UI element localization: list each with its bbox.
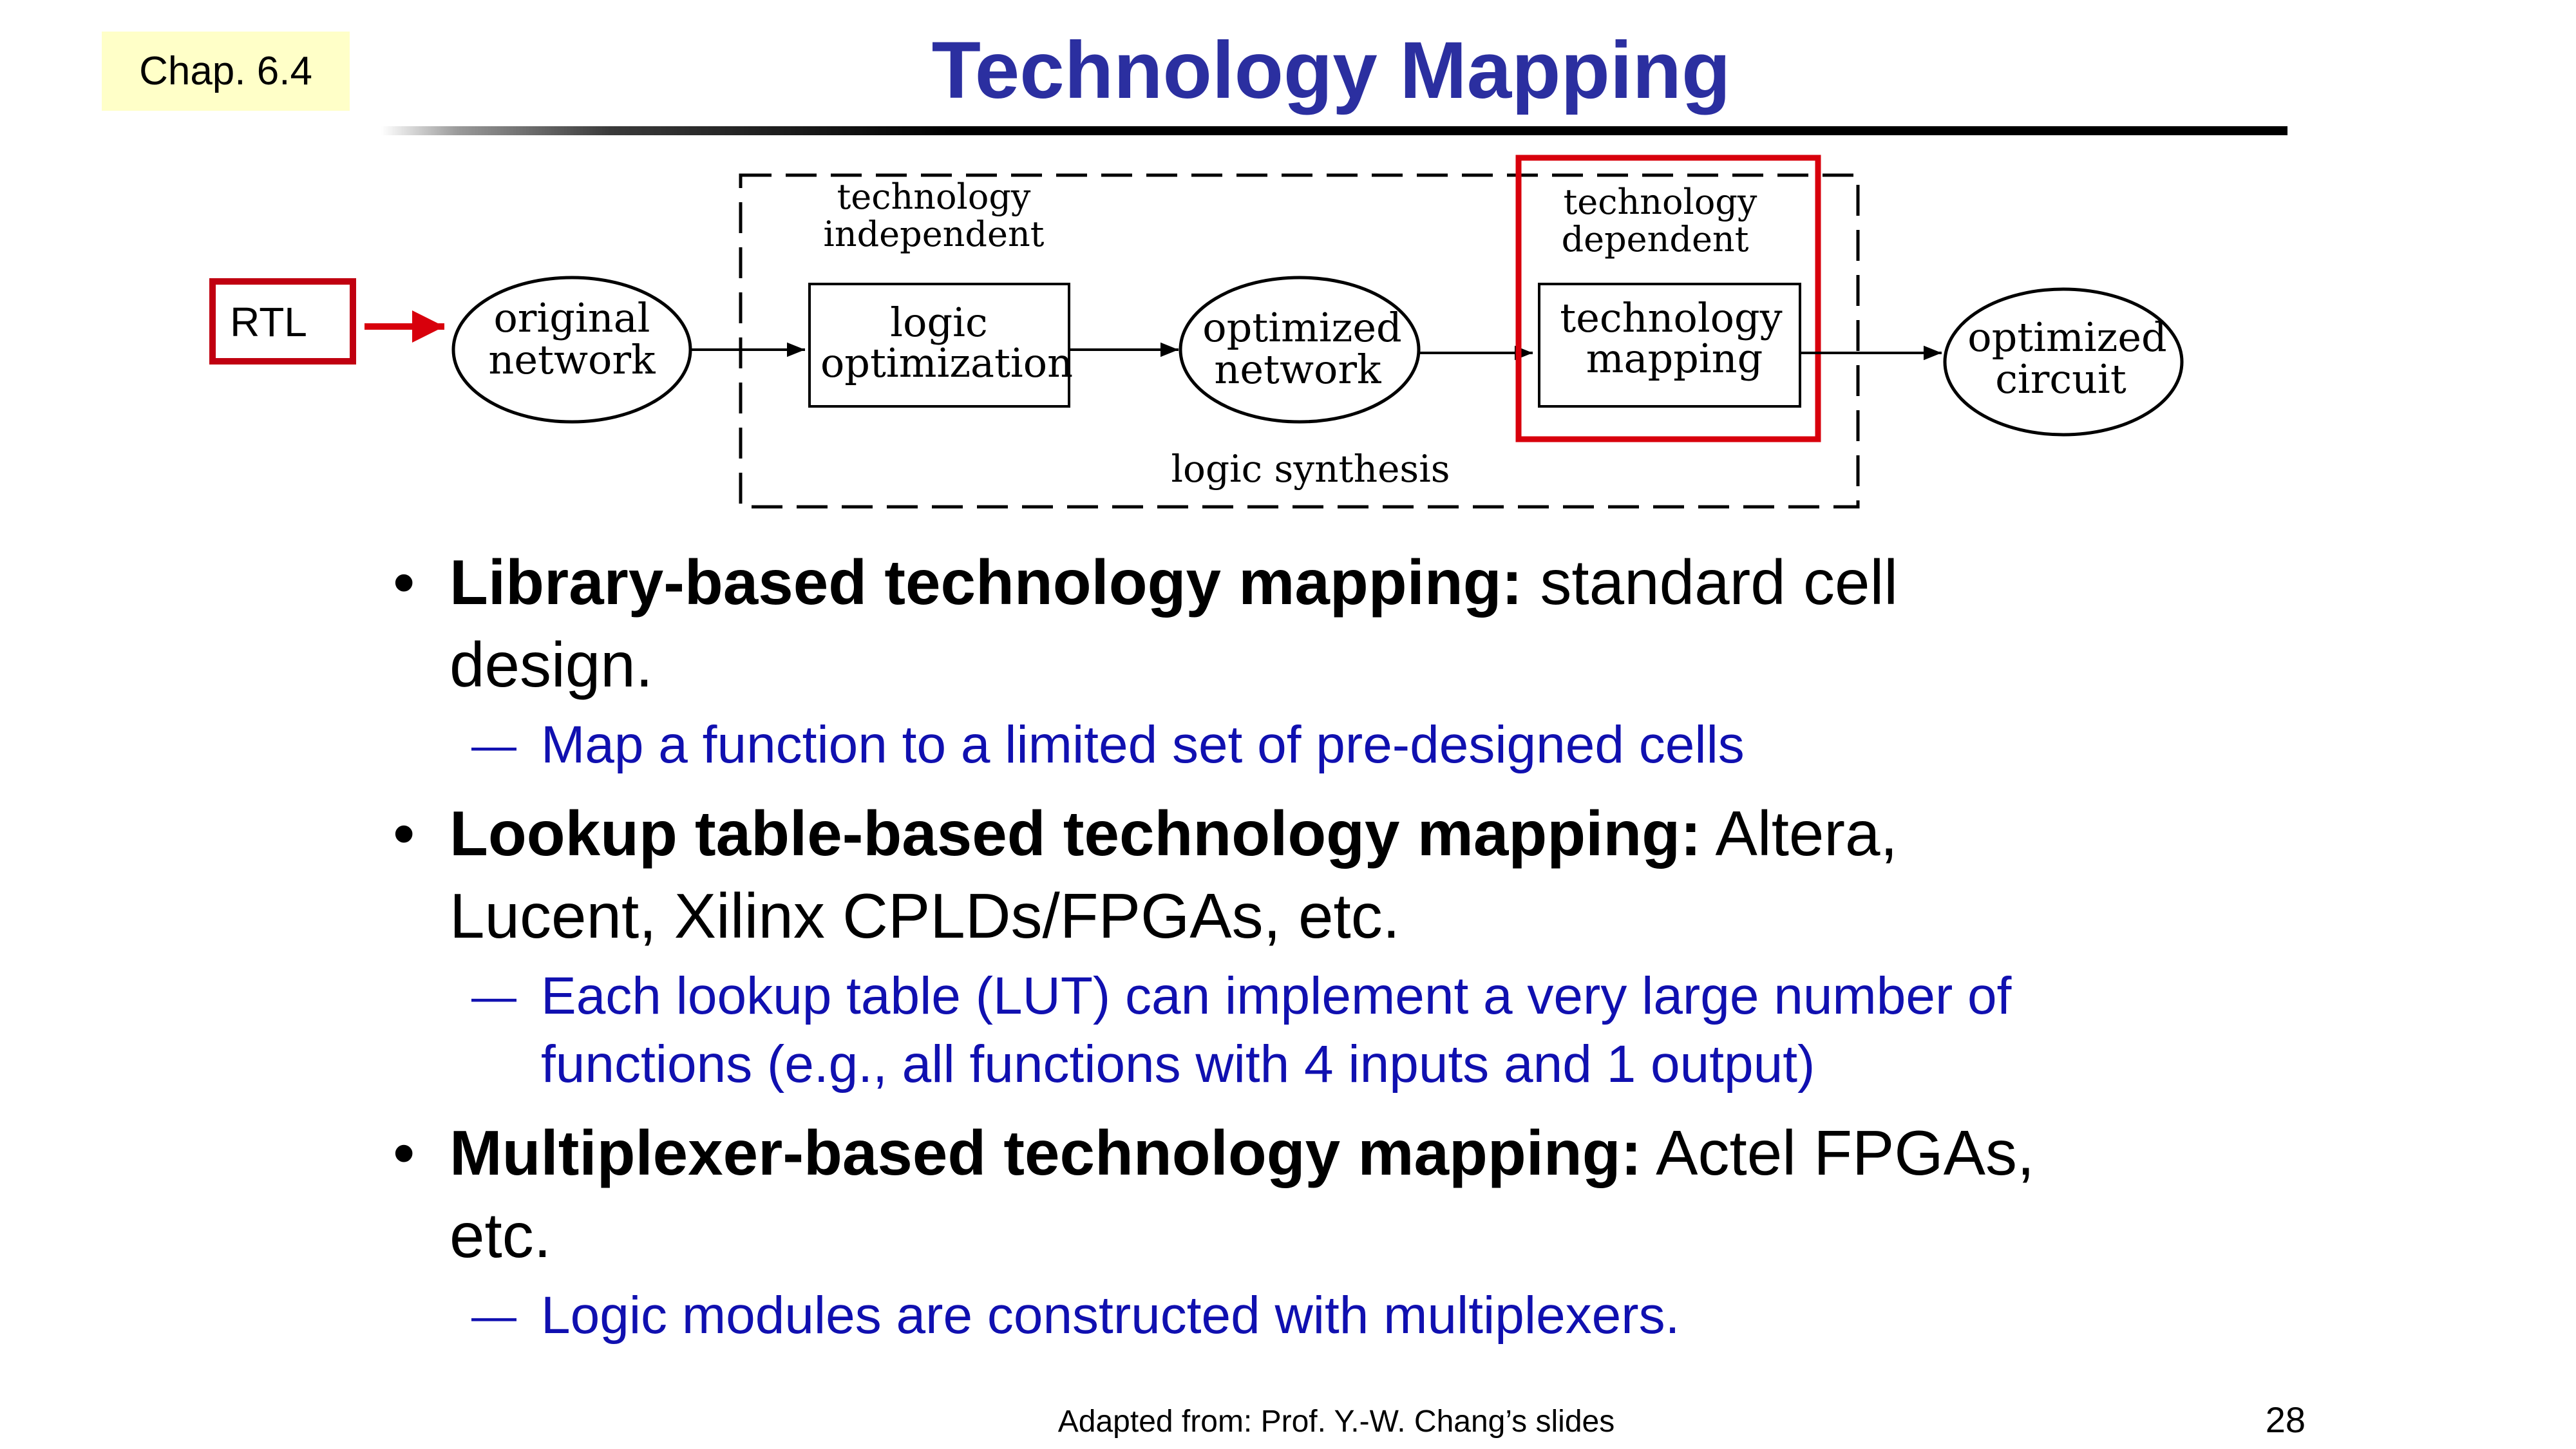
- bullet-continuation: Lucent, Xilinx CPLDs/FPGAs, etc.: [393, 875, 2293, 957]
- sub-bullet-item: — Map a function to a limited set of pre…: [393, 711, 2293, 779]
- bullet-item: • Multiplexer-based technology mapping: …: [393, 1112, 2293, 1194]
- optimized-circuit-node: [1943, 287, 2184, 437]
- bullet-heading: Multiplexer-based technology mapping:: [450, 1117, 1642, 1188]
- bullet-list: • Library-based technology mapping: stan…: [393, 541, 2293, 1350]
- title-underline: [381, 126, 2287, 135]
- logic-synthesis-flow-diagram: RTL original network technology independ…: [209, 155, 2184, 509]
- technology-dependent-label-2: dependent: [1562, 219, 1749, 260]
- logic-optimization-node: [808, 283, 1070, 408]
- technology-dependent-label-1: technology: [1564, 182, 1757, 222]
- bullet-continuation: etc.: [393, 1194, 2293, 1276]
- bullet-dot-icon: •: [393, 798, 415, 869]
- bullet-text: standard cell: [1522, 547, 1899, 618]
- bullet-continuation: design.: [393, 623, 2293, 706]
- optimized-circuit-label-2: circuit: [1995, 355, 2126, 402]
- sub-bullet-item: — Logic modules are constructed with mul…: [393, 1282, 2293, 1350]
- logic-synthesis-boundary: [739, 173, 1860, 509]
- dash-icon: —: [471, 971, 516, 1021]
- logic-optimization-label-2: optimization: [820, 339, 1073, 386]
- optimized-network-label-1: optimized: [1202, 304, 1401, 351]
- footer-credit: Adapted from: Prof. Y.-W. Chang’s slides: [1057, 1405, 1615, 1439]
- page-title: Technology Mapping: [931, 26, 1731, 115]
- technology-independent-label-1: technology: [837, 176, 1031, 217]
- sub-bullet-text-line2: functions (e.g., all functions with 4 in…: [541, 1035, 1815, 1094]
- page-number: 28: [2265, 1399, 2306, 1440]
- sub-bullet-item: — Each lookup table (LUT) can implement …: [393, 962, 2293, 1099]
- bullet-text-line2: design.: [450, 629, 654, 700]
- bullet-dot-icon: •: [393, 547, 415, 618]
- bullet-dot-icon: •: [393, 1117, 415, 1188]
- bullet-text-line2: Lucent, Xilinx CPLDs/FPGAs, etc.: [450, 880, 1400, 951]
- optimized-network-label-2: network: [1214, 346, 1381, 393]
- sub-bullet-text: Map a function to a limited set of pre-d…: [541, 715, 1745, 774]
- bullet-text: Altera,: [1701, 798, 1898, 869]
- technology-mapping-label-1: technology: [1560, 294, 1782, 341]
- optimized-network-node: [1179, 276, 1421, 424]
- technology-mapping-label-2: mapping: [1586, 335, 1763, 382]
- bullet-heading: Lookup table-based technology mapping:: [450, 798, 1701, 869]
- bullet-item: • Lookup table-based technology mapping:…: [393, 792, 2293, 875]
- technology-independent-label-2: independent: [824, 214, 1045, 254]
- dash-icon: —: [471, 1291, 516, 1341]
- logic-optimization-label-1: logic: [890, 299, 987, 346]
- logic-synthesis-label: logic synthesis: [1171, 447, 1450, 491]
- bullet-text: Actel FPGAs,: [1642, 1117, 2035, 1188]
- rtl-box: [209, 278, 356, 365]
- technology-mapping-node: [1538, 283, 1801, 408]
- original-network-label-2: network: [488, 336, 656, 383]
- original-network-label-1: original: [493, 294, 650, 341]
- sub-bullet-text: Each lookup table (LUT) can implement a …: [541, 967, 2012, 1025]
- dash-icon: —: [471, 720, 516, 770]
- bullet-text-line2: etc.: [450, 1200, 551, 1271]
- optimized-circuit-label-1: optimized: [1967, 314, 2166, 361]
- technology-mapping-highlight: [1515, 155, 1821, 442]
- bullet-heading: Library-based technology mapping:: [450, 547, 1523, 618]
- sub-bullet-text: Logic modules are constructed with multi…: [541, 1286, 1680, 1345]
- rtl-label: RTL: [230, 299, 307, 345]
- bullet-item: • Library-based technology mapping: stan…: [393, 541, 2293, 623]
- chapter-label: Chap. 6.4: [102, 32, 350, 111]
